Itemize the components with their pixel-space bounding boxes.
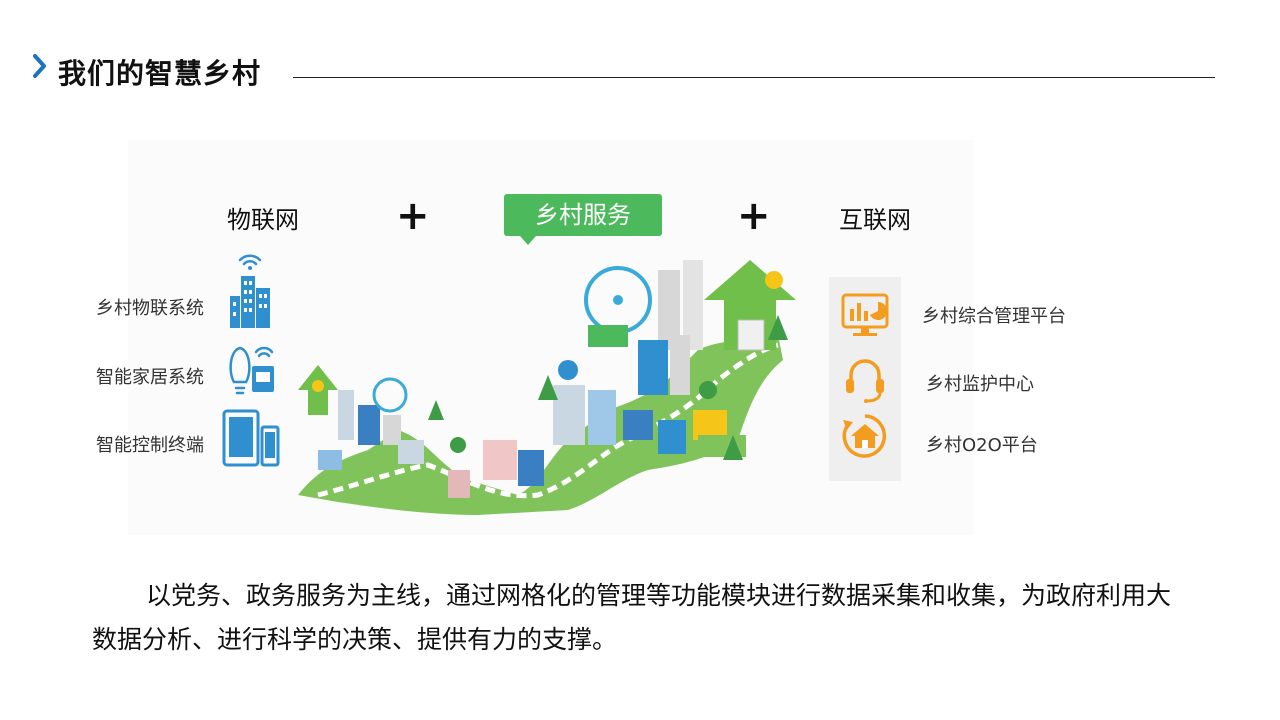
category-internet: 互联网 <box>839 206 911 234</box>
category-iot: 物联网 <box>227 206 299 234</box>
building-wifi-icon <box>230 254 270 328</box>
label-rural-management-platform: 乡村综合管理平台 <box>922 306 1066 327</box>
tablet-phone-icon <box>222 409 280 467</box>
plus-sign-1: + <box>396 193 430 239</box>
home-cycle-icon <box>842 414 887 458</box>
label-rural-monitoring-center: 乡村监护中心 <box>926 374 1034 395</box>
description-paragraph: 以党务、政务服务为主线，通过网格化的管理等功能模块进行数据采集和收集，为政府利用… <box>92 574 1192 662</box>
chevron-right-icon <box>33 54 46 78</box>
label-smart-home-system: 智能家居系统 <box>96 367 204 388</box>
plus-sign-2: + <box>737 193 771 239</box>
label-smart-control-terminal: 智能控制终端 <box>96 435 204 456</box>
page-title: 我们的智慧乡村 <box>58 57 262 90</box>
dashboard-chart-icon <box>841 293 889 336</box>
smart-village-illustration <box>298 260 796 515</box>
description-text: 以党务、政务服务为主线，通过网格化的管理等功能模块进行数据采集和收集，为政府利用… <box>92 581 1172 654</box>
category-rural-service: 乡村服务 <box>504 194 662 245</box>
label-rural-o2o-platform: 乡村O2O平台 <box>926 435 1038 456</box>
title-divider <box>293 77 1215 78</box>
smart-home-icon <box>229 346 274 395</box>
headset-icon <box>846 359 884 403</box>
label-rural-iot-system: 乡村物联系统 <box>96 298 204 319</box>
